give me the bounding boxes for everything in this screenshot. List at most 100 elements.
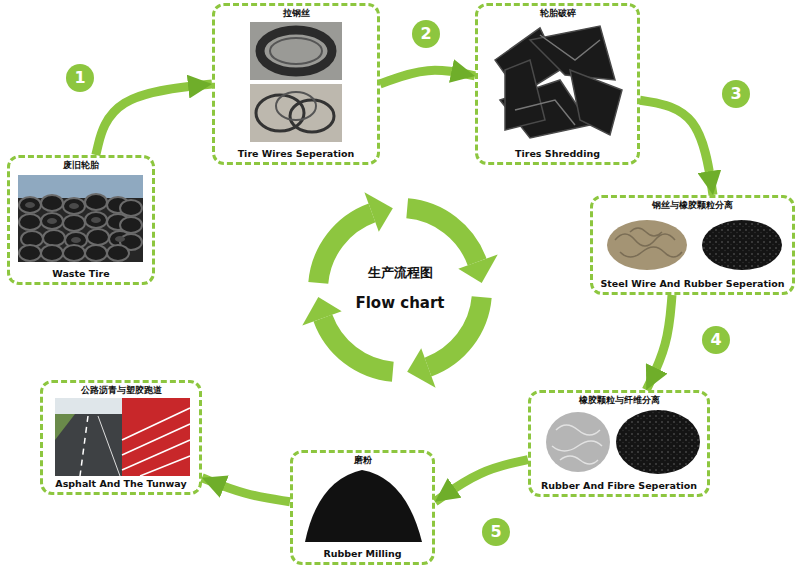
asphalt-track-picture-part [122,398,190,476]
tire-pile-picture-part-part [71,237,81,243]
node-caption: Waste Tire [52,268,109,279]
node-heading: 生产流程图 [368,265,433,281]
cycle-arrows [318,208,481,371]
tire-pile-picture-part-part [41,195,63,211]
tire-pile-picture [18,175,143,262]
shredded-tire-picture-part [505,60,545,130]
tire-wire-picture-part [276,92,316,120]
tire-pile-picture-part-part [120,200,142,216]
callout-number: 2 [412,20,440,48]
tire-pile-picture-part-part [91,217,101,223]
tire-wire-picture-part [256,95,304,131]
rubber-powder-picture [305,470,422,542]
tire-wire-picture-part [260,30,332,72]
asphalt-track-picture-part-part [122,424,190,455]
fibre-rubber-picture-part [546,412,610,472]
tire-pile-picture-part-part [87,229,109,245]
callout-number: 3 [722,80,750,108]
tire-wire-picture [250,22,342,142]
asphalt-track-picture-part [80,416,88,476]
process-box: 废旧轮胎 Waste Tire [7,155,155,285]
center-title: 生产流程图 Flow chart [335,256,465,322]
asphalt-track-picture [55,398,190,476]
node-caption: Rubber Milling [323,548,401,559]
tire-pile-picture-part-part [19,214,41,230]
flow-arrow [640,100,713,195]
tire-pile-picture-part-part [63,245,85,261]
node-heading: 公路沥青与塑胶跑道 [81,385,162,396]
fibre-rubber-picture [546,410,700,474]
fibre-rubber-picture-part [552,425,602,464]
tire-wire-picture-part [270,38,322,64]
callout-number: 1 [66,64,94,92]
asphalt-track-picture-part-part [122,440,190,470]
callout-number: 5 [482,518,510,546]
tire-pile-picture-part-part [41,213,63,229]
process-box: 公路沥青与塑胶跑道 Asphalt And The Tunway [40,380,202,495]
asphalt-track-picture-part [55,398,122,414]
cycle-arrowheads [302,192,497,387]
cycle-arrows-part [318,213,372,283]
cycle-arrows-part [407,208,477,262]
cycle-arrows-part [323,318,393,372]
tire-pile-picture-part-part [19,197,41,213]
node-heading: 拉钢丝 [283,8,310,19]
tire-pile-picture-part-part [43,230,65,246]
cycle-arrowheads-part [364,192,392,231]
asphalt-track-picture-part-part [140,456,190,476]
process-box: 拉钢丝 Tire Wires Seperation [212,3,380,165]
tire-pile-picture-part [25,202,125,243]
node-heading: 橡胶颗粒与纤维分离 [579,395,660,406]
rubber-powder-picture-part [305,470,422,542]
node-caption: Rubber And Fibre Seperation [541,480,697,491]
node-caption: Asphalt And The Tunway [55,478,186,489]
steel-wire-picture-part [607,220,687,270]
tire-pile-picture-part-part [85,245,107,261]
process-box: 磨粉 Rubber Milling [290,450,435,565]
node-heading: 废旧轮胎 [63,160,99,171]
tire-wire-picture-part [250,22,342,80]
shredded-tire-picture-part [540,35,600,60]
asphalt-track-picture-part [55,398,122,476]
cycle-arrowheads-part [458,254,497,283]
tire-pile-picture-part-part [47,218,57,224]
steel-wire-picture-part [615,228,682,257]
tire-wire-picture-part [290,100,334,132]
steel-wire-picture-part [702,220,782,270]
node-heading: 轮胎破碎 [540,8,576,19]
shredded-tire-picture [495,26,622,138]
callout-number: 4 [702,326,730,354]
steel-wire-picture [607,220,782,270]
tire-pile-picture-part-part [107,245,129,261]
process-box: 钢丝与橡胶颗粒分离 Steel Wire And Rubber Seperatio… [590,195,795,295]
tire-pile-picture-part-part [69,203,79,209]
asphalt-track-picture-part [98,416,120,476]
node-caption: Tires Shredding [515,148,600,159]
tire-wire-picture-part [250,84,342,142]
tire-pile-picture-part-part [63,198,85,214]
flow-arrow [435,460,528,502]
node-heading: 磨粉 [354,455,372,466]
tire-pile-picture-part-part [85,194,107,210]
node-caption: Steel Wire And Rubber Seperation [600,278,784,289]
tire-pile-picture-part [19,194,142,261]
tire-pile-picture-part-part [115,236,125,242]
flow-arrow [96,84,212,155]
tire-pile-picture-part [18,175,143,262]
flow-arrow [380,70,475,84]
tire-pile-picture-part [18,198,143,262]
tire-pile-picture-part-part [25,202,35,208]
node-caption: Flow chart [355,294,444,312]
cycle-arrowheads-part [407,348,435,387]
shredded-tire-picture-part [515,100,575,125]
tire-pile-picture-part-part [41,245,63,261]
node-caption: Tire Wires Seperation [238,148,355,159]
tire-pile-picture-part-part [19,245,41,261]
asphalt-track-picture-part [122,408,190,476]
fibre-rubber-picture-part [616,410,700,474]
asphalt-track-picture-part-part [122,408,190,440]
node-heading: 钢丝与橡胶颗粒分离 [652,200,733,211]
